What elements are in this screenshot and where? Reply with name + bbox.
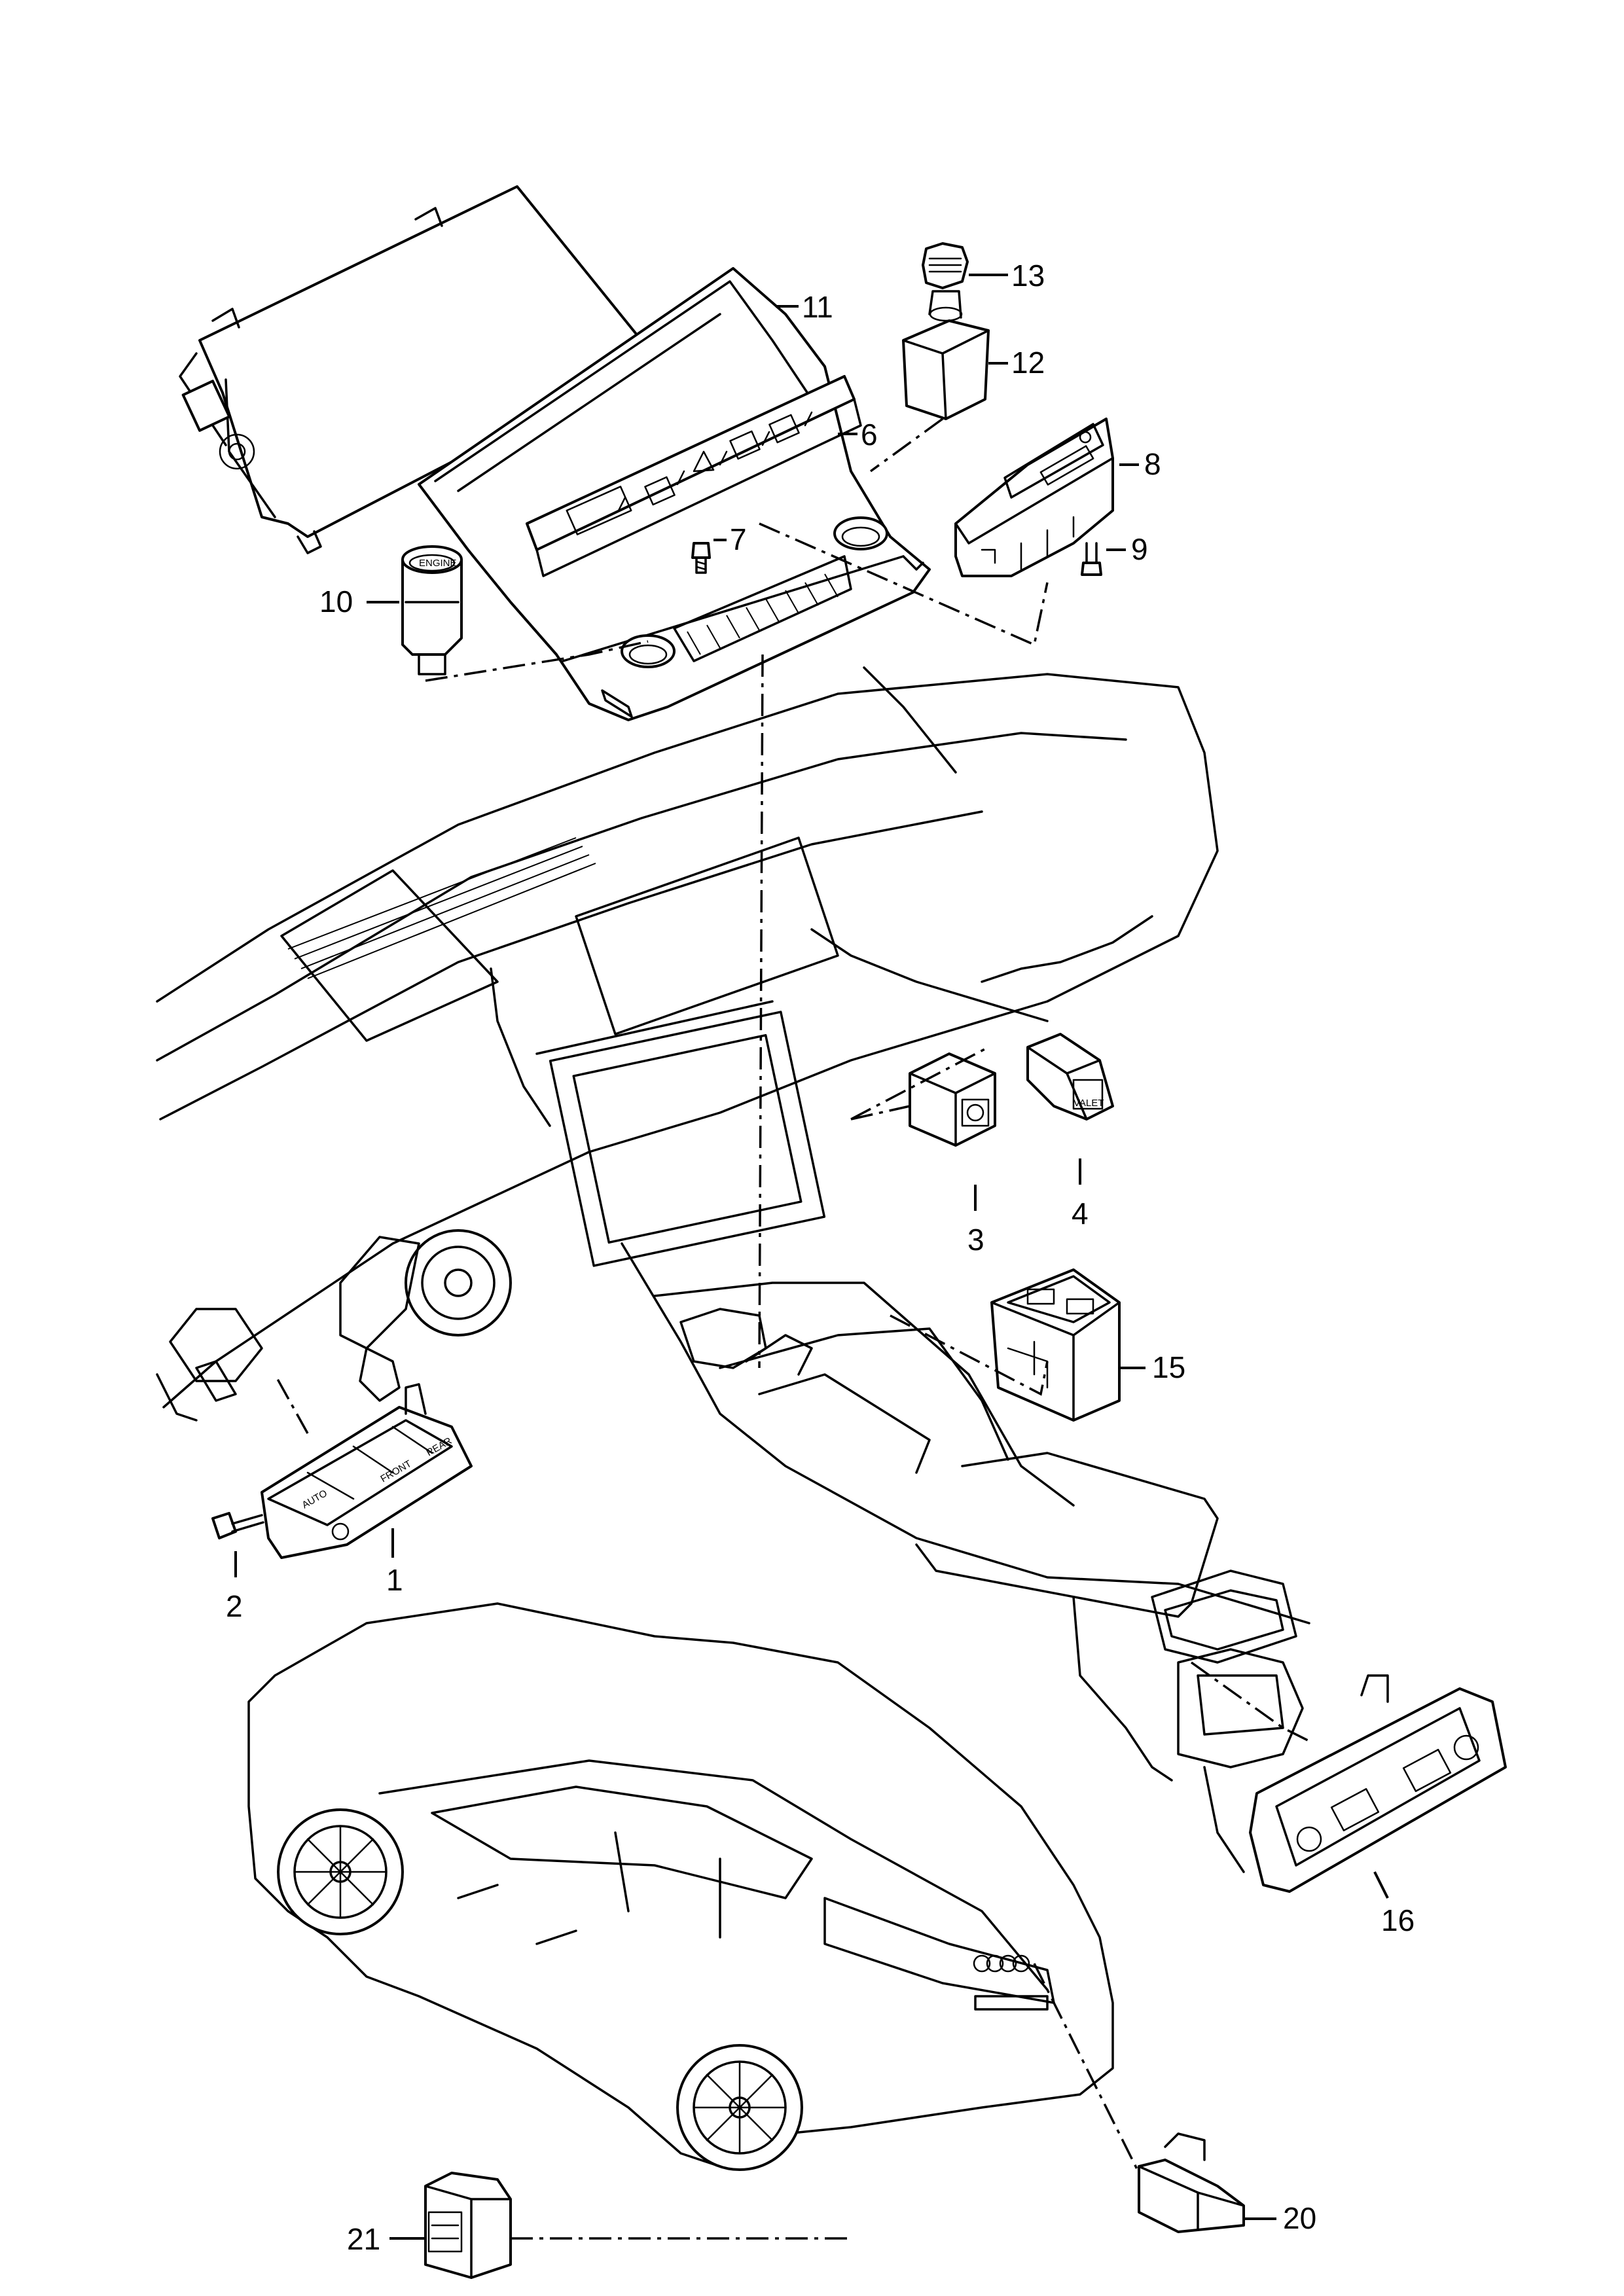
rotary-control-unit (902, 290, 990, 420)
valet-switch-4: VALET (1026, 1033, 1114, 1121)
light-switch-module: AUTO FRONT REAR (261, 1383, 473, 1559)
callout-9: 9 (1131, 532, 1148, 566)
switch-module-8 (954, 418, 1114, 577)
callout-3: 3 (967, 1223, 984, 1257)
upper-display-screen (179, 185, 656, 554)
rear-climate-control-panel (1249, 1674, 1507, 1893)
valet-label: VALET (1074, 1098, 1104, 1109)
callout-20: 20 (1283, 2201, 1316, 2235)
callout-11: 11 (802, 290, 833, 324)
switch-21 (424, 2172, 512, 2279)
screw-2 (211, 1512, 264, 1539)
start-stop-button: ENGINE (401, 545, 463, 675)
tailgate-switch-20 (1138, 2132, 1245, 2233)
vehicle-outline (247, 1602, 1114, 2171)
callout-4: 4 (1072, 1196, 1089, 1230)
hazard-button-strip (526, 375, 862, 577)
callout-16: 16 (1381, 1903, 1415, 1937)
callout-8: 8 (1144, 447, 1161, 481)
callout-leaders (234, 274, 1389, 2240)
callout-15: 15 (1152, 1350, 1185, 1384)
callout-13: 13 (1011, 259, 1045, 293)
callout-12: 12 (1011, 346, 1045, 380)
screw-7 (691, 542, 711, 574)
callout-2: 2 (226, 1589, 243, 1623)
control-knob (922, 242, 969, 289)
screw-9 (1081, 542, 1102, 576)
callout-10: 10 (319, 584, 353, 619)
usb-socket-3 (909, 1052, 996, 1147)
switch-module-15 (990, 1268, 1121, 1422)
callout-numbers: 1 2 3 4 6 7 8 9 10 11 12 13 15 16 20 21 (226, 259, 1415, 2256)
callout-6: 6 (861, 418, 878, 452)
dashboard-outline (156, 666, 1310, 1873)
callout-7: 7 (730, 522, 747, 556)
callout-21: 21 (347, 2222, 380, 2256)
callout-1: 1 (386, 1563, 403, 1597)
assembly-lines (274, 418, 1310, 2240)
svg-text:ENGINE: ENGINE (419, 558, 457, 569)
